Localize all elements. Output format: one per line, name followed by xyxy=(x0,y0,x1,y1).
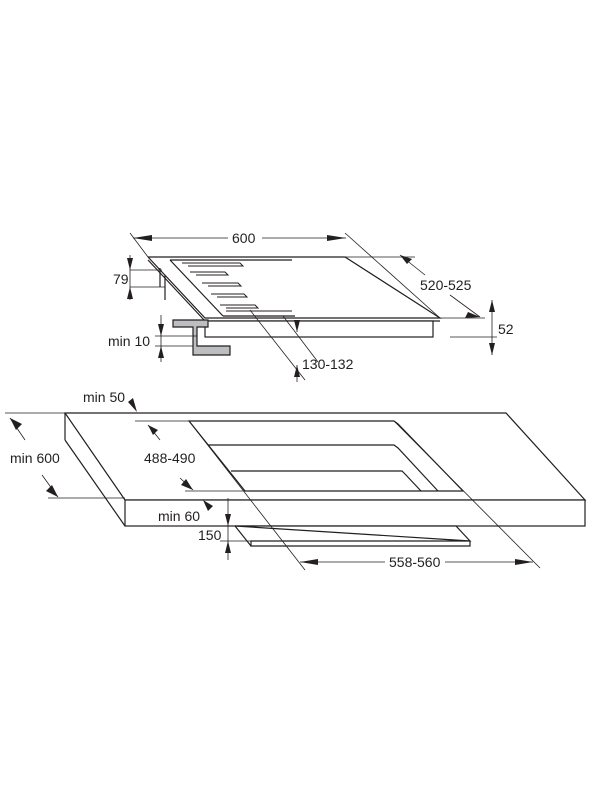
dim-bracket-clearance: min 10 xyxy=(108,333,151,349)
dim-cutout-offset: 130-132 xyxy=(302,356,354,372)
dim-hob-depth: 520-525 xyxy=(420,277,472,293)
mounting-bracket xyxy=(172,319,231,356)
dim-cutout-depth: 488-490 xyxy=(144,450,196,466)
dim-rear-clearance: min 50 xyxy=(83,389,126,405)
dim-cutout-width: 558-560 xyxy=(389,554,441,570)
dim-shelf-distance: 150 xyxy=(198,527,222,543)
dim-hob-width: 600 xyxy=(232,230,256,246)
dim-hob-height: 79 xyxy=(113,271,129,287)
arrowheads xyxy=(10,235,533,565)
dim-front-clearance: min 60 xyxy=(158,508,201,524)
control-panel-bars xyxy=(182,262,292,312)
dim-hob-body-height: 52 xyxy=(498,321,514,337)
dim-worktop-depth: min 600 xyxy=(10,450,60,466)
worktop-outline xyxy=(63,412,587,547)
worktop-dimension-lines xyxy=(5,412,541,571)
